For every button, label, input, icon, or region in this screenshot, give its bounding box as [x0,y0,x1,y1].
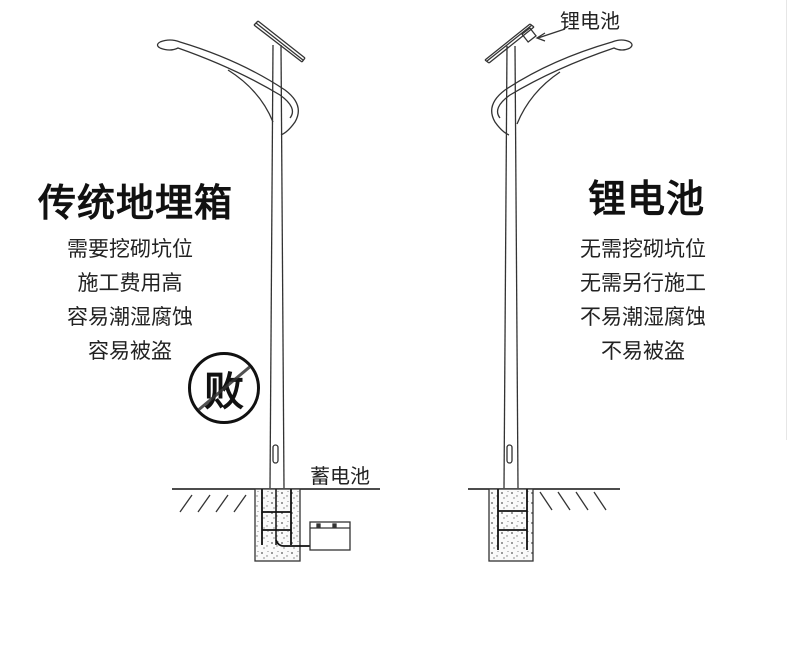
right-point: 不易被盗 [601,339,685,363]
right-point: 不易潮湿腐蚀 [580,305,706,329]
lead-acid-battery-label: 蓄电池 [310,464,370,488]
right-title: 锂电池 [588,176,706,221]
left-point: 需要挖砌坑位 [67,237,193,261]
image-border [786,0,787,440]
left-title: 传统地埋箱 [38,180,234,225]
right-point: 无需挖砌坑位 [580,237,706,261]
right-points-list: 无需挖砌坑位 无需另行施工 不易潮湿腐蚀 不易被盗 [563,232,723,368]
left-point: 容易被盗 [88,339,172,363]
arrow-icon [535,28,566,42]
fail-badge: 败 [188,352,260,424]
left-street-light [156,20,380,562]
left-point: 容易潮湿腐蚀 [67,305,193,329]
left-solar-panel-icon [253,20,306,63]
right-street-light [468,23,633,562]
right-solar-panel-icon [484,23,537,64]
lithium-battery-icon [521,27,537,43]
lead-acid-battery-icon [309,521,351,551]
right-point: 无需另行施工 [580,271,706,295]
left-points-list: 需要挖砌坑位 施工费用高 容易潮湿腐蚀 容易被盗 [50,232,210,368]
lithium-battery-callout: 锂电池 [560,9,620,33]
left-point: 施工费用高 [77,271,183,295]
